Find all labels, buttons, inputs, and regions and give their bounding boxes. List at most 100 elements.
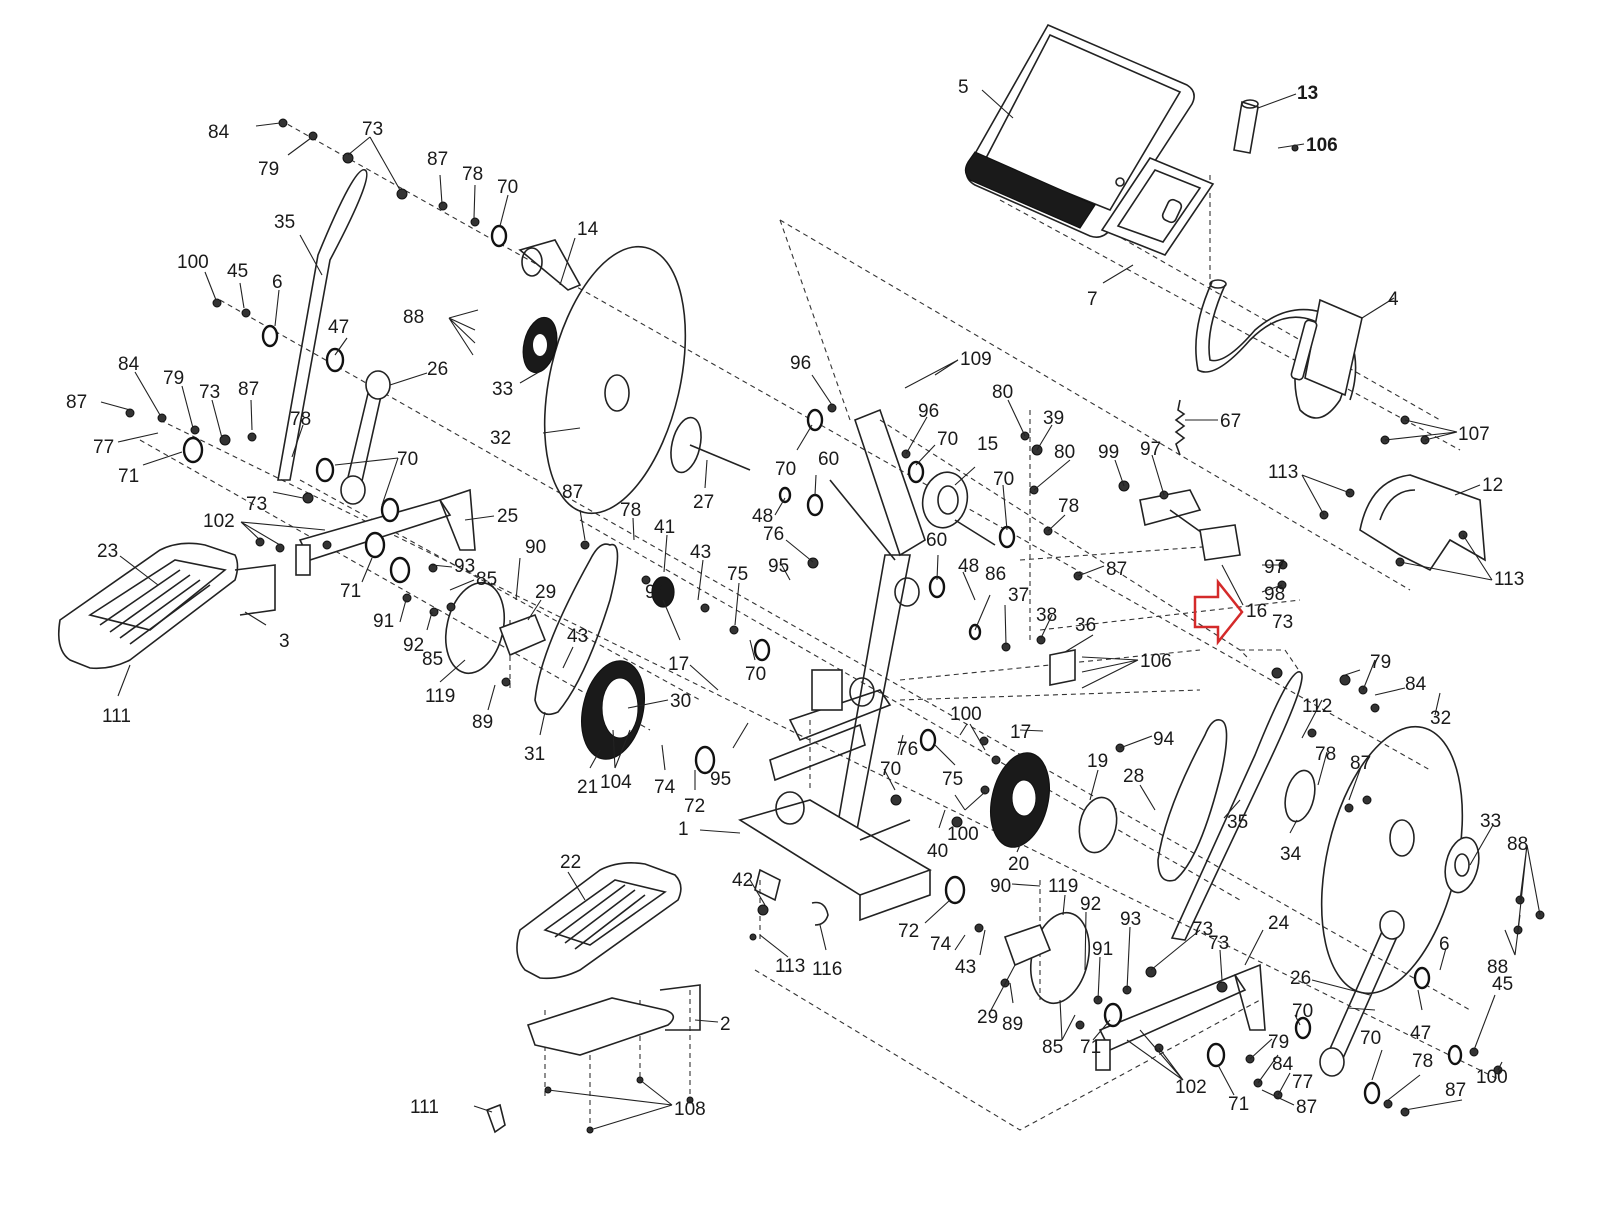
callout: 36: [1075, 615, 1096, 636]
callout: 93: [1120, 909, 1141, 930]
callout: 71: [1080, 1037, 1101, 1058]
callout: 79: [258, 159, 279, 180]
callout: 100: [1476, 1067, 1508, 1088]
callout: 77: [1292, 1072, 1313, 1093]
callout: 98: [1264, 584, 1285, 605]
callout: 72: [898, 921, 919, 942]
callout: 35: [274, 212, 295, 233]
part-pedal-left: [57, 542, 276, 670]
callout: 96: [918, 401, 939, 422]
callout: 24: [1268, 913, 1290, 934]
callout: 97: [1264, 557, 1285, 578]
callout: 100: [177, 252, 209, 273]
part-bracket-29-right: [1003, 923, 1052, 967]
part-flywheel-disc-left: [543, 245, 687, 515]
callout: 34: [1280, 844, 1302, 865]
callout: 95: [710, 769, 731, 790]
part-pedal-arm-right: [1170, 671, 1303, 941]
callout: 91: [1092, 939, 1113, 960]
callout: 42: [732, 870, 753, 891]
callout: 71: [118, 466, 139, 487]
callout: 87: [1445, 1080, 1466, 1101]
callout: 113: [775, 956, 805, 977]
callout: 100: [947, 824, 979, 845]
callout: 70: [937, 429, 958, 450]
leader-lines: [100, 89, 1541, 1131]
callout: 70: [745, 664, 766, 685]
callout: 20: [1008, 854, 1029, 875]
part-spring: [1174, 399, 1186, 456]
callout: 70: [397, 449, 418, 470]
callout: 85: [476, 569, 497, 590]
callout: 79: [1370, 652, 1391, 673]
callout-labels: 5 13 106 7 4 107 113 12 113 67 97 99 97 …: [66, 77, 1528, 1120]
callout: 28: [1123, 766, 1144, 787]
part-bracket-36: [1049, 649, 1076, 686]
callout: 79: [1268, 1032, 1289, 1053]
part-plate-19: [1078, 796, 1118, 854]
callout: 74: [930, 934, 952, 955]
part-pulley-left: [522, 316, 558, 374]
callout: 33: [1480, 811, 1501, 832]
callout: 71: [340, 581, 361, 602]
callout: 30: [670, 691, 691, 712]
callout-highlighted-16: 16: [1246, 601, 1267, 622]
callout: 39: [1043, 408, 1064, 429]
callout: 29: [535, 582, 556, 603]
part-grip: [1233, 99, 1259, 154]
callout: 111: [410, 1097, 439, 1118]
callout: 78: [1315, 744, 1336, 765]
callout: 73: [199, 382, 220, 403]
callout: 6: [1439, 934, 1450, 955]
callout: 73: [362, 119, 383, 140]
callout: 90: [990, 876, 1011, 897]
callout: 92: [1080, 894, 1101, 915]
callout: 89: [472, 712, 493, 733]
part-pedal-frame-right: [1095, 963, 1266, 1071]
callout: 70: [497, 177, 518, 198]
callout: 41: [654, 517, 675, 538]
callout: 78: [290, 409, 311, 430]
callout: 100: [950, 704, 982, 725]
part-shroud: [1359, 474, 1486, 572]
callout: 71: [1228, 1094, 1249, 1115]
callout: 87: [66, 392, 87, 413]
callout: 14: [577, 219, 599, 240]
part-16-bracket: [1139, 489, 1241, 561]
callout: 21: [577, 777, 598, 798]
callout: 84: [118, 354, 140, 375]
callout: 76: [897, 739, 918, 760]
callout: 78: [620, 500, 641, 521]
part-pedal-arm-left: [277, 169, 368, 481]
callout: 74: [654, 777, 676, 798]
callout: 76: [763, 524, 784, 545]
callout: 22: [560, 852, 581, 873]
callout: 84: [1405, 674, 1427, 695]
callout: 33: [492, 379, 513, 400]
part-pedal-right: [516, 862, 682, 980]
callout: 85: [1042, 1037, 1063, 1058]
callout: 88: [1507, 834, 1528, 855]
part-crank-14: [518, 239, 582, 291]
callout: 3: [279, 631, 290, 652]
callout: 6: [272, 272, 283, 293]
callout: 73: [1208, 933, 1229, 954]
callout: 73: [246, 494, 267, 515]
callout: 79: [163, 368, 184, 389]
callout: 17: [668, 654, 689, 675]
part-hub: [1284, 769, 1316, 823]
callout: 88: [403, 307, 424, 328]
callout: 109: [960, 349, 992, 370]
callout: 119: [425, 686, 455, 707]
callout: 47: [328, 317, 349, 338]
callout: 84: [208, 122, 230, 143]
callout: 102: [203, 511, 235, 532]
callout: 94: [1153, 729, 1175, 750]
callout: 60: [926, 530, 947, 551]
part-crank-15: [921, 471, 996, 546]
highlight-arrow-icon: [1193, 578, 1244, 646]
callout: 96: [790, 353, 811, 374]
callout: 75: [727, 564, 748, 585]
callout: 86: [985, 564, 1006, 585]
callout: 94: [645, 582, 667, 603]
